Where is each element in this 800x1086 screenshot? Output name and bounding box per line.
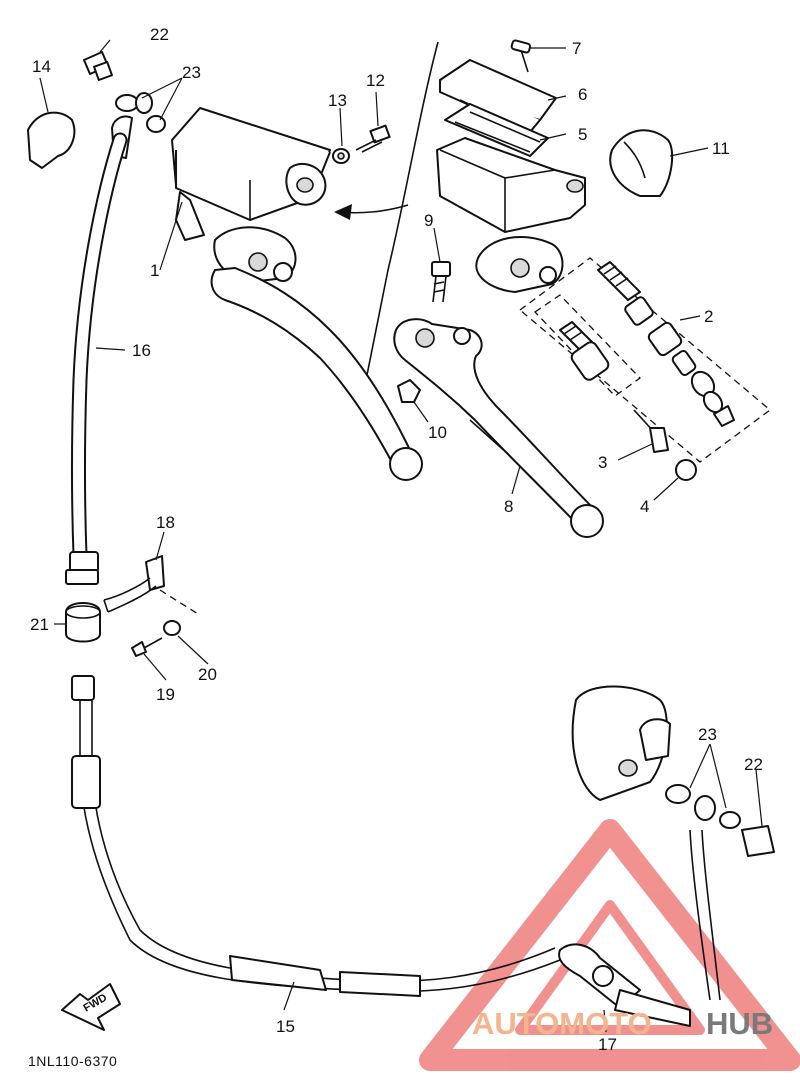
callout-22-lower: 22 <box>744 755 763 774</box>
callout-23: 23 <box>182 63 201 82</box>
callout-14: 14 <box>32 57 51 76</box>
watermark-text: AUTOMOTO HUB <box>472 1006 773 1041</box>
callout-11: 11 <box>712 139 730 158</box>
callout-3: 3 <box>598 453 607 472</box>
callout-6: 6 <box>578 85 587 104</box>
callout-13: 13 <box>328 91 347 110</box>
view-divider-line <box>364 41 439 386</box>
figure-code: 1NL110-6370 <box>28 1053 117 1069</box>
callout-9: 9 <box>424 211 433 230</box>
brake-lever-part <box>393 318 604 538</box>
callout-16: 16 <box>132 341 151 360</box>
automotohub-logo-icon <box>419 819 800 1071</box>
callout-1: 1 <box>150 261 159 280</box>
callout-21: 21 <box>30 615 49 634</box>
callout-19: 19 <box>156 685 175 704</box>
view-arrow-head-icon <box>334 204 352 220</box>
callout-4: 4 <box>640 497 649 516</box>
callout-12: 12 <box>366 71 385 90</box>
brake-hose-lower <box>71 675 691 1027</box>
lever-ball-end-2 <box>570 504 604 538</box>
boot-part <box>675 459 697 481</box>
lever-cover-part <box>609 129 674 197</box>
callout-10: 10 <box>428 423 447 442</box>
callout-5: 5 <box>578 125 587 144</box>
watermark-text-part1: AUTOMOTO <box>472 1006 652 1041</box>
callout-leaders <box>39 39 763 1033</box>
callout-2: 2 <box>704 307 713 326</box>
caliper-banjo-parts <box>571 685 775 1001</box>
fwd-arrow-icon: FWD <box>61 983 121 1031</box>
master-cylinder-body <box>436 137 586 293</box>
master-cylinder-assembly <box>171 107 423 481</box>
callout-18: 18 <box>156 513 175 532</box>
piston-kit-group <box>518 257 772 463</box>
callout-labels: 1 2 3 4 5 6 7 8 9 10 11 12 13 14 15 16 1… <box>30 25 763 1054</box>
reservoir-cap-parts <box>439 39 557 157</box>
lever-ball-end <box>389 447 423 481</box>
brake-hose-upper <box>27 51 166 585</box>
callout-22: 22 <box>150 25 169 44</box>
callout-20: 20 <box>198 665 217 684</box>
watermark-text-part2: HUB <box>706 1006 773 1041</box>
callout-8: 8 <box>504 497 513 516</box>
callout-17: 17 <box>598 1035 617 1054</box>
callout-15: 15 <box>276 1017 295 1036</box>
mirror-bolt-part <box>332 124 391 164</box>
callout-23-lower: 23 <box>698 725 717 744</box>
callout-7: 7 <box>572 39 581 58</box>
pivot-bolt-part <box>397 261 451 403</box>
push-rod-part <box>633 409 697 481</box>
